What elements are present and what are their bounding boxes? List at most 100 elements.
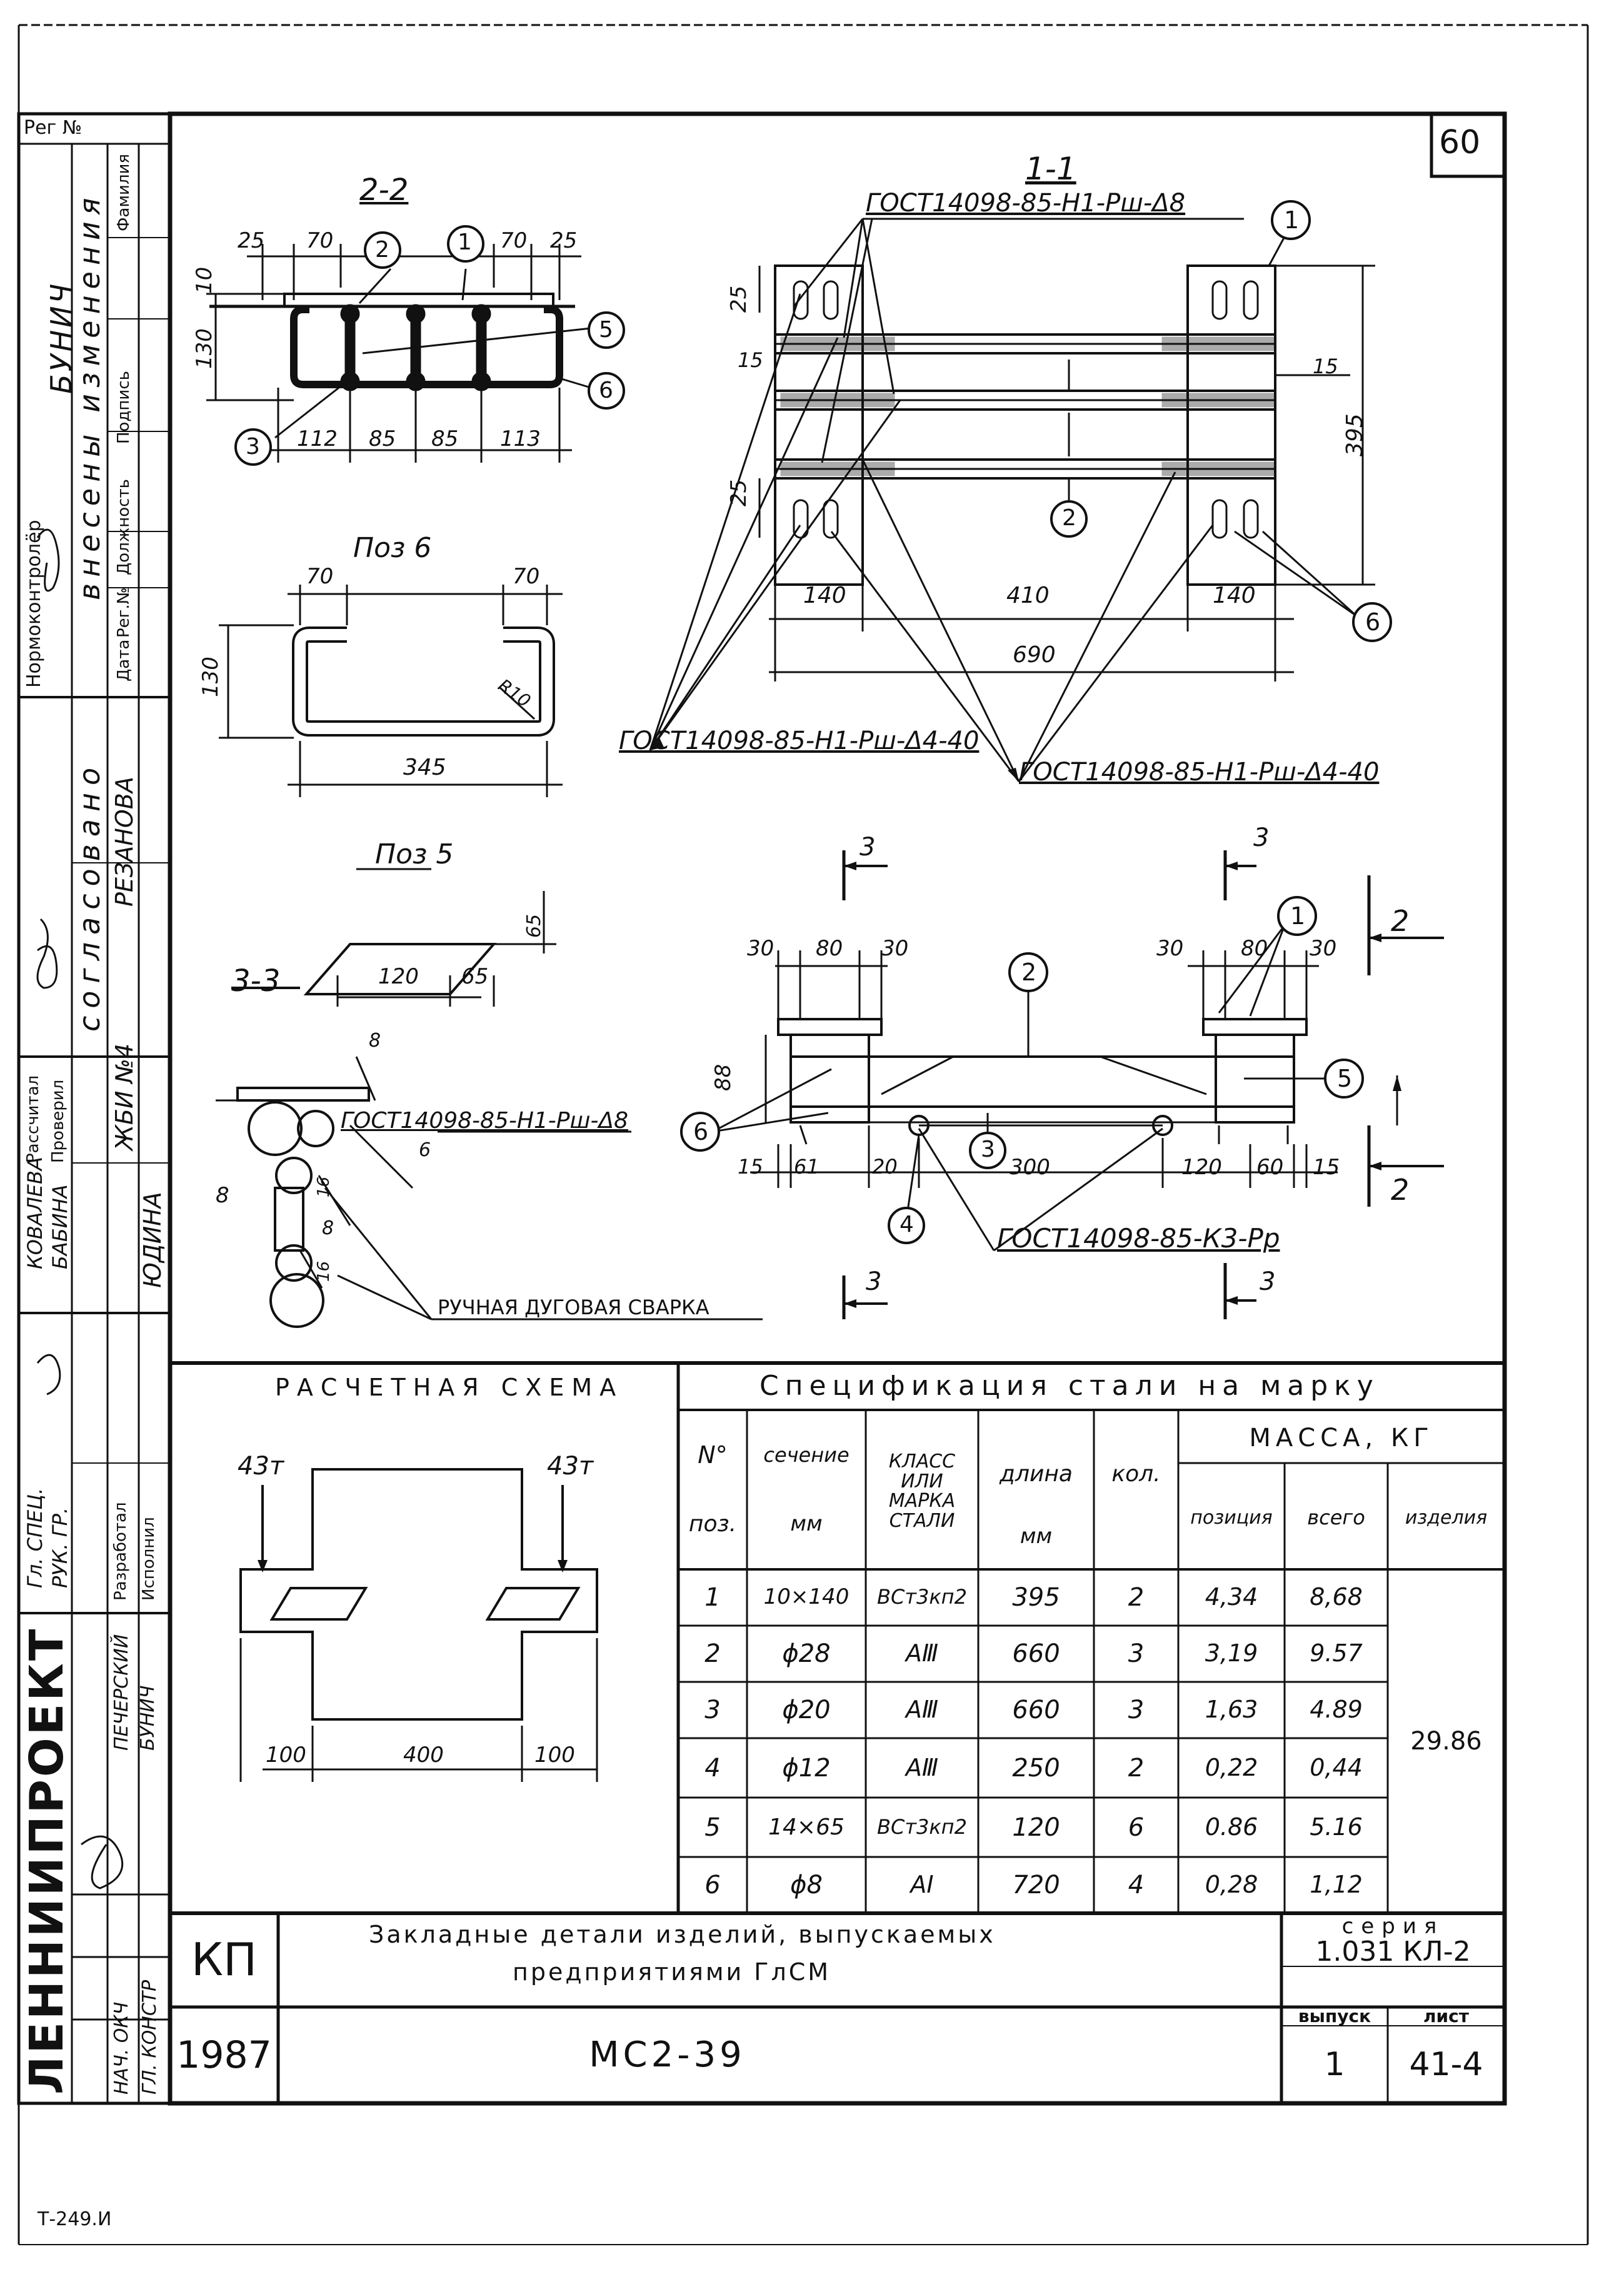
table-cell: ϕ12 bbox=[782, 1753, 831, 1783]
table-cell: ϕ8 bbox=[790, 1871, 823, 1899]
series-label: серия bbox=[1341, 1914, 1445, 1939]
calc-scheme-geometry bbox=[239, 1468, 598, 1782]
table-cell: 660 bbox=[1012, 1696, 1060, 1724]
front-view-geometry bbox=[680, 850, 1444, 1319]
callout-6: 6 bbox=[1365, 608, 1381, 636]
doc-year: 1987 bbox=[176, 2033, 272, 2077]
dim: 85 bbox=[431, 426, 459, 451]
dim: 25 bbox=[238, 228, 265, 253]
table-cell: 3 bbox=[704, 1696, 721, 1724]
table-cell: АⅢ bbox=[905, 1639, 939, 1668]
dim: 8 bbox=[216, 1183, 229, 1208]
calc-scheme-title: РАСЧЕТНАЯ СХЕМА bbox=[275, 1374, 624, 1401]
table-cell: 0,28 bbox=[1205, 1871, 1258, 1899]
dim: 15 bbox=[1313, 355, 1338, 378]
dim: 8 bbox=[322, 1217, 334, 1239]
dim: 65 bbox=[461, 964, 489, 989]
callout-4: 4 bbox=[900, 1212, 914, 1237]
dim: 70 bbox=[306, 228, 334, 253]
dim: 15 bbox=[738, 1155, 763, 1179]
dim: 30 bbox=[1310, 936, 1337, 961]
load-left: 43т bbox=[238, 1452, 284, 1481]
table-cell: 720 bbox=[1012, 1871, 1060, 1899]
callout-2: 2 bbox=[1062, 505, 1076, 531]
dim: 80 bbox=[1241, 936, 1268, 961]
table-cell: АⅠ bbox=[910, 1871, 934, 1899]
table-cell: 4 bbox=[704, 1753, 721, 1783]
callout-6: 6 bbox=[693, 1118, 709, 1145]
dim: 6 bbox=[419, 1139, 431, 1161]
table-cell: 1,63 bbox=[1205, 1696, 1258, 1724]
callout-2: 2 bbox=[1021, 958, 1037, 986]
dim: 15 bbox=[1313, 1155, 1340, 1180]
table-cell: 6 bbox=[704, 1871, 721, 1899]
table-cell: 2 bbox=[704, 1639, 721, 1668]
callout-5: 5 bbox=[599, 317, 613, 343]
dim: 112 bbox=[297, 426, 338, 451]
table-cell: 120 bbox=[1012, 1813, 1060, 1842]
cut-label: 3 bbox=[866, 1267, 882, 1296]
header-mass-item: изделия bbox=[1405, 1506, 1488, 1529]
table-cell: 6 bbox=[1128, 1813, 1145, 1842]
dim: 15 bbox=[738, 348, 763, 372]
issue-label: выпуск bbox=[1298, 2006, 1371, 2027]
sheet-value: 41-4 bbox=[1409, 2045, 1483, 2083]
callout-6: 6 bbox=[599, 378, 613, 403]
dim: 80 bbox=[816, 936, 843, 961]
pos5-title: Поз 5 bbox=[375, 838, 454, 870]
dim: 120 bbox=[1181, 1155, 1222, 1180]
dim: 20 bbox=[872, 1155, 898, 1179]
dim: 100 bbox=[534, 1743, 575, 1768]
cut-label: 3 bbox=[1253, 823, 1270, 852]
table-cell: 1 bbox=[704, 1583, 721, 1612]
cut-label: 3 bbox=[860, 833, 876, 862]
mark-label: МС2-39 bbox=[589, 2034, 746, 2075]
dim: 140 bbox=[803, 583, 846, 608]
table-cell: 5 bbox=[704, 1813, 721, 1842]
dim: 690 bbox=[1013, 642, 1056, 668]
weld-note-bottom-left: ГОСТ14098-85-Н1-Рш-Δ4-40 bbox=[619, 727, 980, 755]
table-cell: 4 bbox=[1128, 1871, 1145, 1899]
callout-3: 3 bbox=[246, 434, 260, 460]
doc-code: КП bbox=[191, 1933, 258, 1986]
pos5-geometry bbox=[303, 868, 556, 1007]
table-cell: 4,34 bbox=[1205, 1583, 1258, 1611]
dim: 61 bbox=[794, 1155, 820, 1179]
header-class: КЛАСС ИЛИ МАРКА СТАЛИ bbox=[888, 1451, 956, 1532]
dim: 70 bbox=[500, 228, 528, 253]
table-cell: 0,22 bbox=[1205, 1753, 1258, 1781]
table-cell: 0,44 bbox=[1310, 1753, 1363, 1781]
cut-label: 2 bbox=[1391, 1173, 1410, 1207]
header-section-b: мм bbox=[790, 1511, 823, 1536]
table-cell: 3,19 bbox=[1205, 1639, 1258, 1668]
dim: 85 bbox=[369, 426, 396, 451]
table-cell: 660 bbox=[1012, 1639, 1060, 1668]
description-line-2: предприятиями ГлСМ bbox=[513, 1958, 831, 1986]
table-cell: 9.57 bbox=[1310, 1639, 1363, 1668]
section-33-title: 3-3 bbox=[231, 963, 281, 999]
signatures bbox=[36, 528, 124, 1889]
table-cell: 5.16 bbox=[1310, 1813, 1363, 1841]
header-mass: МАССА, КГ bbox=[1249, 1424, 1434, 1452]
issue-value: 1 bbox=[1324, 2045, 1345, 2083]
table-cell: 3 bbox=[1128, 1639, 1145, 1668]
dim: 30 bbox=[881, 936, 909, 961]
dim: 113 bbox=[500, 426, 541, 451]
callout-2: 2 bbox=[375, 237, 389, 263]
table-cell: 14×65 bbox=[768, 1814, 845, 1840]
pos6-title: Поз 6 bbox=[353, 532, 432, 564]
dim: 30 bbox=[747, 936, 774, 961]
weld-note-bottom-right: ГОСТ14098-85-Н1-Рш-Δ4-40 bbox=[1019, 758, 1380, 787]
table-cell: ВСт3кп2 bbox=[877, 1814, 967, 1839]
table-cell: 2 bbox=[1128, 1753, 1145, 1783]
weld-note-33: ГОСТ14098-85-Н1-Рш-Δ8 bbox=[341, 1108, 628, 1134]
margin-note: Т-249.И bbox=[38, 2208, 112, 2230]
table-cell: ВСт3кп2 bbox=[877, 1585, 967, 1609]
dim: 120 bbox=[378, 964, 419, 989]
pos6-geometry bbox=[219, 585, 563, 797]
section-11-title: 1-1 bbox=[1025, 151, 1076, 187]
header-length-b: мм bbox=[1020, 1523, 1053, 1549]
sheet-number: 60 bbox=[1439, 124, 1481, 161]
header-section-a: сечение bbox=[763, 1442, 850, 1467]
